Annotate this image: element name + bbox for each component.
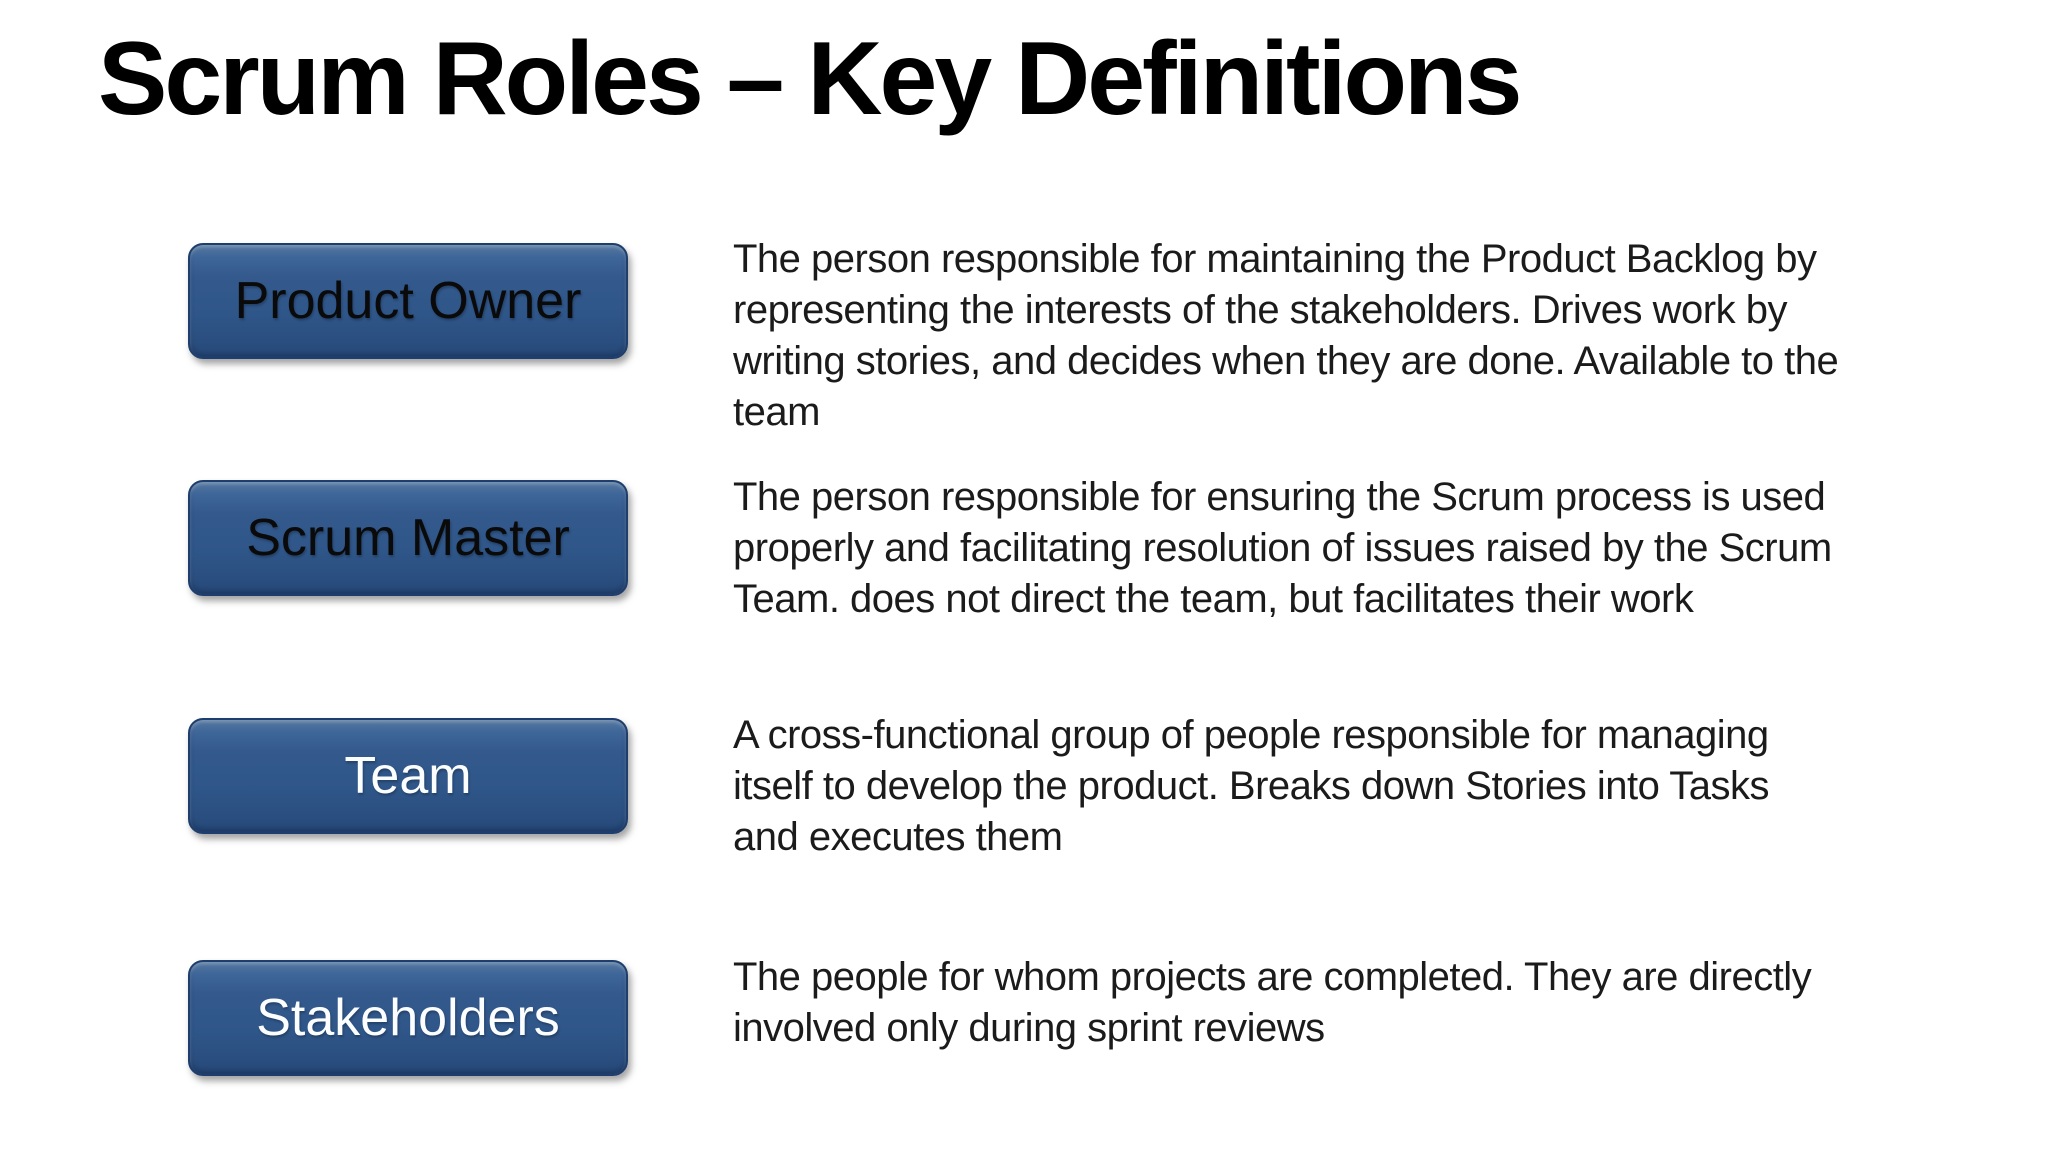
stakeholders-description: The people for whom projects are complet… [733,955,1812,1050]
scrum-master-description: The person responsible for ensuring the … [733,475,1832,621]
scrum-master-button[interactable]: Scrum Master [188,480,628,596]
product-owner-description: The person responsible for maintaining t… [733,237,1839,434]
page-title: Scrum Roles – Key Definitions [98,21,1522,137]
team-button[interactable]: Team [188,718,628,834]
product-owner-button[interactable]: Product Owner [188,243,628,359]
stakeholders-button[interactable]: Stakeholders [188,960,628,1076]
team-description: A cross-functional group of people respo… [733,713,1770,859]
